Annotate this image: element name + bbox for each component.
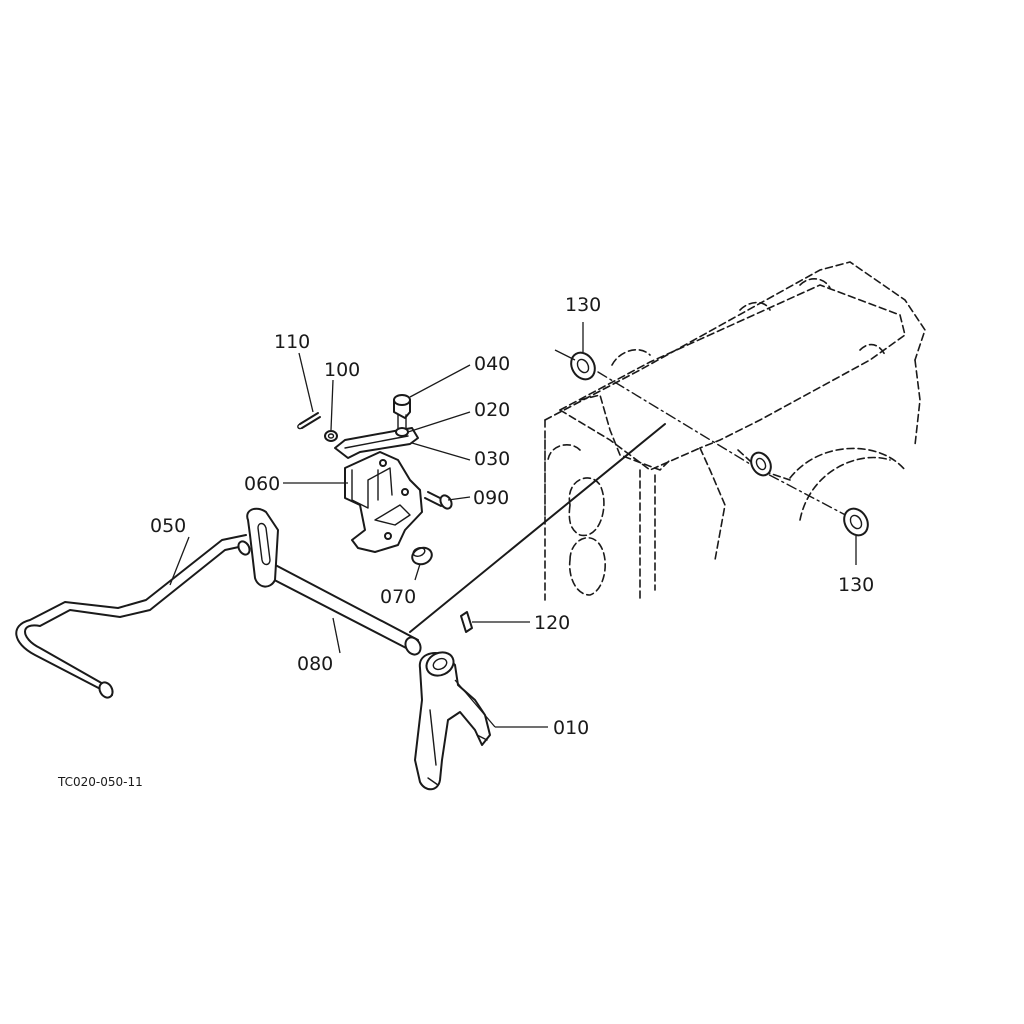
callout-080: 080 <box>297 653 333 675</box>
part-080-shift-rod <box>246 507 422 656</box>
part-100-washer <box>324 430 338 442</box>
part-060-bracket <box>344 451 423 553</box>
bearing-130-top <box>570 351 596 381</box>
callout-050: 050 <box>150 515 186 537</box>
bearing-130-middle <box>750 451 772 477</box>
callout-130-bottom: 130 <box>838 574 874 596</box>
callout-130-top: 130 <box>565 294 601 316</box>
transmission-case-outline <box>544 261 926 601</box>
callout-030: 030 <box>474 448 510 470</box>
callout-120: 120 <box>534 612 570 634</box>
callout-020: 020 <box>474 399 510 421</box>
callout-100: 100 <box>324 359 360 381</box>
callout-090: 090 <box>473 487 509 509</box>
diagram-reference-code: TC020-050-11 <box>57 775 143 789</box>
callout-110: 110 <box>274 331 310 353</box>
part-050-bent-rod <box>15 534 251 699</box>
part-090-bolt <box>424 491 453 510</box>
part-040-bolt <box>393 394 411 429</box>
shift-line <box>409 423 666 633</box>
part-010-shift-fork <box>414 651 491 791</box>
callout-060: 060 <box>244 473 280 495</box>
part-020-030-detent-arm <box>334 427 419 459</box>
leader-lines <box>169 352 548 728</box>
callout-010: 010 <box>553 717 589 739</box>
callout-labels: 010 020 030 040 050 060 070 080 090 100 … <box>150 294 874 739</box>
part-110-cotter-pin <box>297 412 321 430</box>
part-070-bushing <box>411 546 433 566</box>
callout-070: 070 <box>380 586 416 608</box>
bearing-130-bottom <box>843 507 869 537</box>
part-120-pin <box>460 611 473 633</box>
callout-040: 040 <box>474 353 510 375</box>
